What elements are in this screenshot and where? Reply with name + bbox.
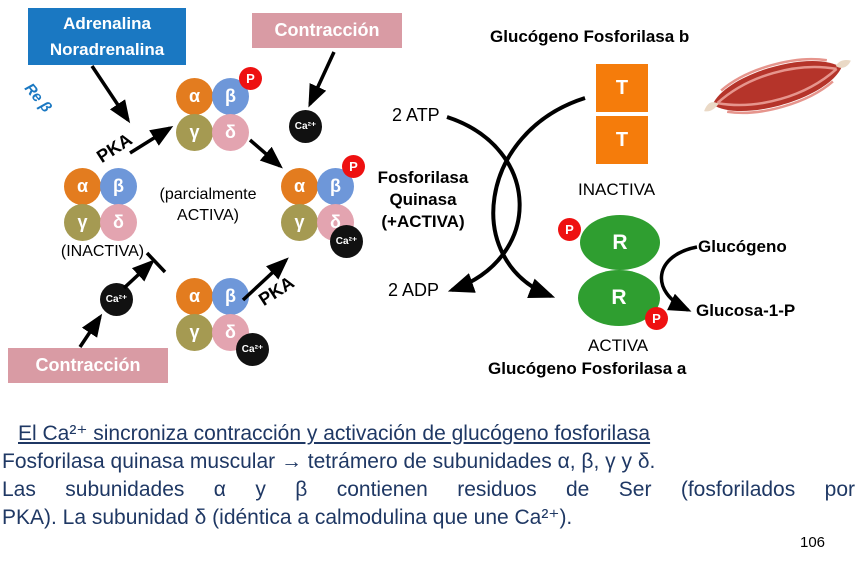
arrow-fosforilasa-b-to-a [491,96,586,298]
caption-line2: Fosforilasa quinasa muscular → tetrámero… [2,450,656,473]
arrow-pka-to-cluster [129,125,174,155]
calcium-circle: Ca²⁺ [330,225,363,258]
subunit-gamma: γ [281,204,318,241]
muscle-icon [704,58,851,114]
inactiva-left-label: (INACTIVA) [60,243,145,260]
arrow-contraccion2-to-ca [78,313,103,348]
calcium-circle: Ca²⁺ [236,333,269,366]
atp-label: 2 ATP [392,105,440,125]
parcialmente-label: (parcialmente ACTIVA) [128,184,288,226]
r-subunit: R [580,215,660,270]
fq-line2: Quinasa [389,190,457,209]
subunit-gamma: γ [176,114,213,151]
fosforilasa-quinasa-label: Fosforilasa Quinasa (+ACTIVA) [360,167,486,233]
muscle-striation [717,67,838,107]
arrow-contraccion-to-ca [308,51,336,108]
adrenalina-box: Adrenalina Noradrenalina [28,8,186,65]
inactiva-right-label: INACTIVA [578,180,656,199]
fq-line3: (+ACTIVA) [381,212,465,231]
glucosa-1p-label: Glucosa-1-P [696,301,796,320]
re-beta-label: Re β [20,80,55,116]
activa-label: ACTIVA [588,336,649,355]
glucogeno-label: Glucógeno [698,237,787,256]
arrow-ca-up [122,259,155,290]
contraccion-bottom-box: Contracción [8,348,168,383]
arrow-adrenalina-pka [90,65,131,124]
pka-upper-label: PKA [93,129,136,167]
phosphate-circle: P [239,67,262,90]
subunit-delta: δ [212,114,249,151]
calcium-circle: Ca²⁺ [100,283,133,316]
parcialmente-line1: (parcialmente [159,186,257,203]
calcium-circle: Ca²⁺ [289,110,322,143]
arrow-to-kinase [248,138,283,169]
muscle-tendon [835,59,851,68]
phosphate-circle: P [645,307,668,330]
subunit-gamma: γ [64,204,101,241]
subunit-beta: β [212,278,249,315]
subunit-alpha: α [64,168,101,205]
fosforilasa-b-title: Glucógeno Fosforilasa b [490,27,690,46]
muscle-striation [720,58,828,92]
muscle-tendon [704,102,719,112]
muscle-body [712,60,842,112]
subunit-alpha: α [176,278,213,315]
subunit-gamma: γ [176,314,213,351]
caption-line1: El Ca²⁺ sincroniza contracción y activac… [18,422,651,445]
subunit-alpha: α [176,78,213,115]
page-number: 106 [800,534,826,551]
subunit-beta: β [100,168,137,205]
subunit-alpha: α [281,168,318,205]
muscle-striation [716,65,837,105]
pka-lower-label: PKA [255,272,298,310]
adrenalina-line1: Adrenalina [63,14,151,33]
phosphate-circle: P [558,218,581,241]
arrow-glucogeno-to-glucosa [659,245,698,312]
contraccion-top-box: Contracción [252,13,402,48]
t-subunit: T [596,64,648,112]
fosforilasa-a-title: Glucógeno Fosforilasa a [488,359,687,378]
parcialmente-line2: ACTIVA) [177,207,239,224]
adp-label: 2 ADP [388,280,440,300]
phosphate-circle: P [342,155,365,178]
caption-line3: Las subunidades α y β contienen residuos… [2,478,855,501]
caption-line4: PKA). La subunidad δ (idéntica a calmodu… [2,506,573,529]
adrenalina-line2: Noradrenalina [49,39,165,59]
fq-line1: Fosforilasa [377,168,469,187]
muscle-striation [726,80,834,114]
t-subunit: T [596,116,648,164]
subunit-delta: δ [100,204,137,241]
caption: El Ca²⁺ sincroniza contracción y activac… [2,420,855,532]
